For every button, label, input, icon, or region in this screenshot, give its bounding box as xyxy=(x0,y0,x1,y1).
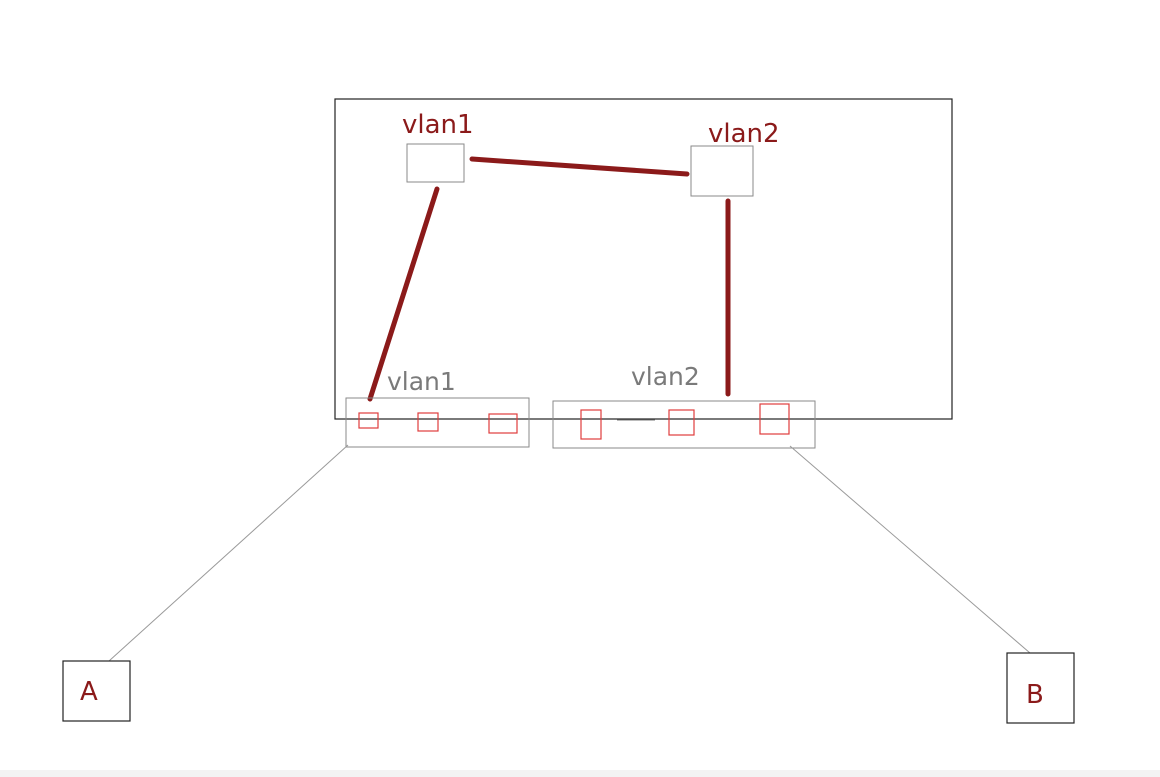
port-vlan2-2 xyxy=(668,409,695,436)
switch-vlan2-label: vlan2 xyxy=(708,119,780,149)
group-vlan2-label: vlan2 xyxy=(631,362,700,391)
host-a-label: A xyxy=(80,677,98,707)
port-vlan2-1 xyxy=(580,409,602,440)
vlan1-interface-box xyxy=(406,143,465,183)
port-vlan1-1 xyxy=(358,412,379,429)
host-b-box xyxy=(1006,652,1075,724)
host-a-box xyxy=(62,660,131,722)
switch-vlan1-label: vlan1 xyxy=(402,110,474,140)
port-vlan2-3 xyxy=(759,403,790,435)
vlan1-port-group xyxy=(345,397,530,448)
cable-host-a xyxy=(108,444,349,662)
port-vlan1-2 xyxy=(417,412,439,432)
vlan1-uplink xyxy=(367,186,440,402)
vlan2-port-group xyxy=(552,400,816,449)
vlan1-vlan2-link xyxy=(469,156,690,177)
cable-host-b xyxy=(789,445,1031,654)
port-vlan1-3 xyxy=(488,413,518,434)
vlan2-interface-box xyxy=(690,145,754,197)
switch-frame xyxy=(334,98,953,420)
group-vlan1-label: vlan1 xyxy=(387,367,456,396)
host-b-label: B xyxy=(1026,680,1044,710)
bottom-strip xyxy=(0,770,1160,777)
